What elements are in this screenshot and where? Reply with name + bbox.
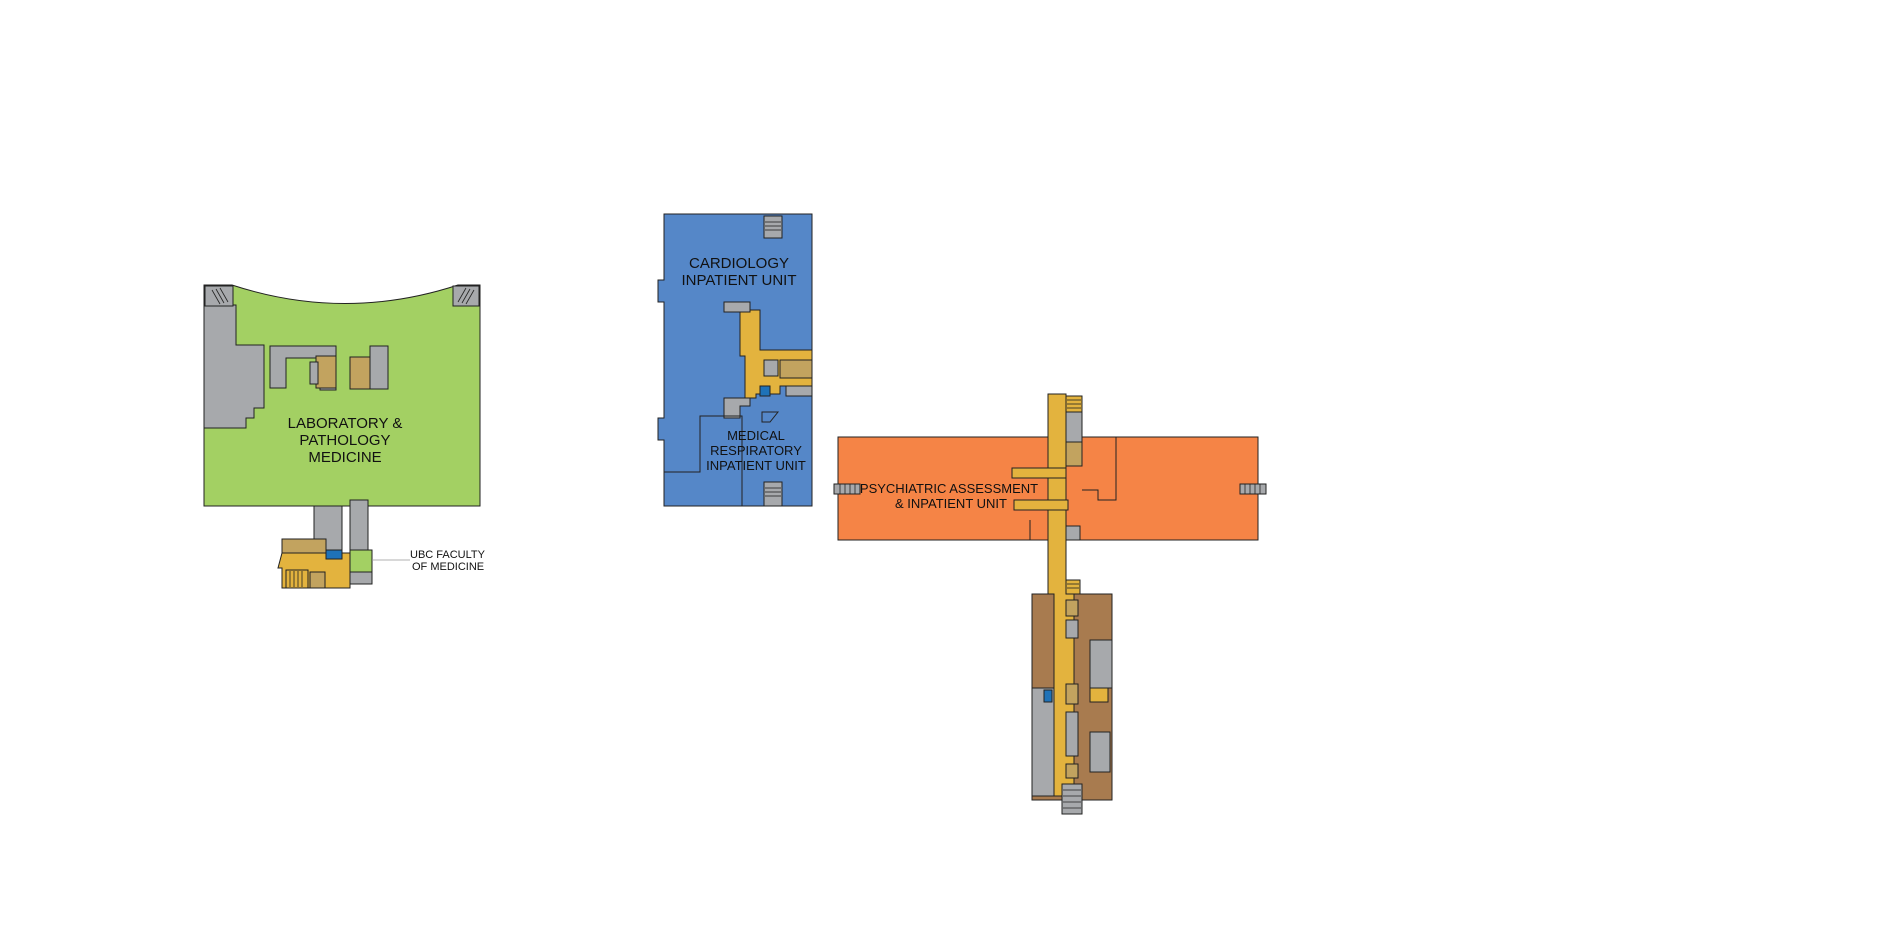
medical-respiratory-partition	[664, 415, 743, 506]
cardiology-service-room-top	[723, 301, 751, 313]
corridor-stairs-south-icon	[1061, 783, 1083, 815]
psychiatric-stairs-west-icon	[833, 483, 861, 495]
medical-respiratory-nurse-station	[761, 411, 780, 423]
annex-stairs-icon	[285, 569, 309, 589]
laboratory-stairs-east-icon	[452, 285, 480, 307]
annex-blue-room	[325, 549, 343, 560]
cardiology-stairs-north-icon	[763, 215, 783, 239]
laboratory-label-line1: LABORATORY &	[288, 415, 403, 432]
corridor-support-room-b	[1065, 599, 1079, 617]
annex-small-room	[309, 571, 326, 589]
annex-support-room	[281, 538, 327, 554]
ubc-label-line1: UBC FACULTY	[410, 549, 486, 561]
medical-respiratory-label-line1: MEDICAL	[727, 428, 785, 443]
medical-respiratory-label-line2: RESPIRATORY	[710, 443, 802, 458]
cardiology-label-line1: CARDIOLOGY	[689, 255, 789, 272]
cardiology-service-strip	[785, 385, 813, 397]
cardiology-unit-area[interactable]	[657, 213, 813, 507]
cardiology-core-room-a	[779, 359, 813, 379]
corridor-service-room-c	[1065, 619, 1079, 639]
corridor-support-room-a	[1065, 441, 1083, 467]
laboratory-label-line2: PATHOLOGY	[299, 432, 390, 449]
central-corridor-crossing-south	[1013, 499, 1069, 511]
psychiatric-east-room-outline	[1082, 437, 1117, 501]
laboratory-core-room-d	[369, 345, 389, 390]
laboratory-core-room-a	[315, 355, 337, 389]
ubc-faculty-annex[interactable]: UBC FACULTY OF MEDICINE	[277, 499, 486, 589]
support-tower-blue-room	[1043, 689, 1053, 703]
laboratory-stairs-west-icon	[204, 285, 234, 307]
corridor-service-room-d	[1065, 711, 1079, 757]
support-tower-service-west	[1031, 687, 1055, 797]
annex-ubc-room	[349, 549, 373, 573]
laboratory-unit-area[interactable]	[203, 284, 481, 507]
corridor-support-room-d	[1065, 763, 1079, 779]
central-corridor-crossing-north	[1011, 467, 1067, 479]
support-tower-stair-east	[1089, 687, 1109, 703]
corridor-support-room-c	[1065, 683, 1079, 705]
corridor-service-room-b	[1065, 525, 1081, 541]
corridor-stairs-mid-icon	[1065, 579, 1081, 595]
laboratory-core-room-c	[349, 356, 371, 390]
cardiology-stairs-south-icon	[763, 481, 783, 507]
psychiatric-label-line2: & INPATIENT UNIT	[895, 496, 1007, 511]
cardiology-core-room-b	[763, 359, 779, 377]
laboratory-core-room-b	[309, 361, 319, 385]
medical-respiratory-label-line3: INPATIENT UNIT	[706, 458, 806, 473]
annex-service-room	[349, 571, 373, 585]
corridor-service-room-a	[1065, 411, 1083, 443]
psychiatric-stairs-east-icon	[1239, 483, 1267, 495]
corridor-stairs-north-icon	[1065, 395, 1083, 413]
psychiatric-label-line1: PSYCHIATRIC ASSESSMENT	[860, 481, 1038, 496]
annex-service-shaft-b	[349, 499, 369, 551]
support-tower-service-east-a	[1089, 639, 1113, 689]
laboratory-service-rooms	[203, 304, 265, 429]
cardiology-label-line2: INPATIENT UNIT	[681, 272, 796, 289]
cardiology-medical-respiratory-wing[interactable]: CARDIOLOGY INPATIENT UNIT MEDICAL RESPIR…	[657, 213, 813, 507]
ubc-label-line2: OF MEDICINE	[412, 561, 484, 573]
laboratory-label-line3: MEDICINE	[308, 449, 381, 466]
cardiology-blue-accent-room	[759, 385, 771, 397]
cardiology-service-room-bottom	[723, 397, 751, 419]
central-corridor-and-support-tower[interactable]	[1011, 393, 1113, 815]
laboratory-pathology-wing[interactable]: LABORATORY & PATHOLOGY MEDICINE	[203, 284, 481, 507]
support-tower-service-east-b	[1089, 731, 1111, 773]
